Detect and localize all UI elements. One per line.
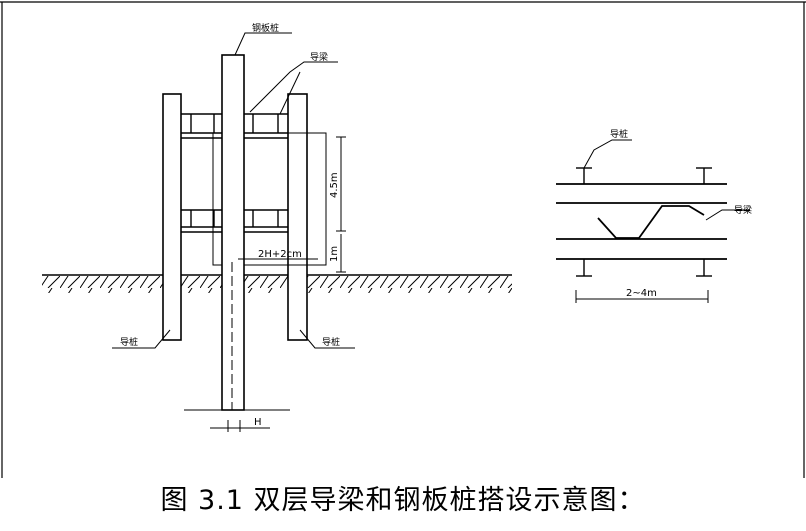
leader-lines — [112, 32, 355, 349]
guide-pile-right — [287, 93, 308, 341]
guide-beam-lower-left — [181, 209, 222, 233]
label-plan-guide-beam: 导梁 — [734, 204, 752, 216]
plan-sheet-pile-profile — [597, 205, 705, 239]
label-plan-spacing: 2~4m — [626, 288, 657, 299]
label-guide-pile-left: 导桩 — [120, 336, 138, 348]
guide-beam-lower-right — [244, 209, 288, 233]
label-dim-offset: 2H+2cm — [258, 249, 302, 260]
ground — [42, 274, 512, 293]
figure-caption: 图 3.1 双层导梁和钢板桩搭设示意图： — [160, 485, 646, 516]
label-dim-1m: 1m — [329, 246, 340, 262]
plan-view — [556, 139, 750, 303]
label-steel-sheet-pile: 钢板桩 — [252, 22, 279, 34]
steel-sheet-pile — [221, 54, 245, 411]
label-guide-beam: 导梁 — [310, 51, 328, 63]
label-dim-height: 4.5m — [329, 172, 340, 198]
dimension-lines — [184, 136, 346, 432]
plan-guide-pile-markers — [576, 167, 712, 277]
guide-beam-upper-left — [181, 113, 222, 139]
guide-beam-upper-right — [244, 113, 288, 139]
label-guide-pile-right: 导桩 — [322, 336, 340, 348]
outer-frame — [0, 1, 806, 478]
guide-pile-left — [162, 93, 182, 341]
label-plan-guide-pile: 导桩 — [610, 128, 628, 140]
label-dim-h: H — [254, 417, 262, 428]
